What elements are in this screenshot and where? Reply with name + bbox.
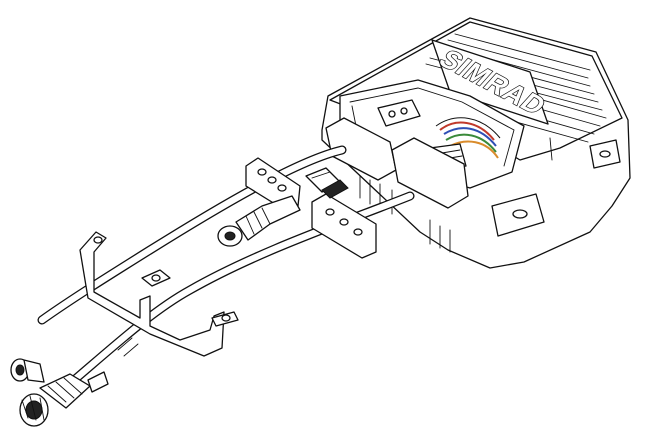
terminal-block: [377, 99, 421, 127]
ethernet-connector: [305, 167, 349, 199]
gland-housing-right: [391, 137, 469, 209]
connector-cover-plate-lower: [311, 193, 377, 259]
cables: [37, 145, 415, 397]
power-cable-connector: [19, 371, 109, 427]
cable-clamp-brackets: [79, 231, 239, 357]
drop-cable-connector: [10, 358, 45, 383]
brand-plate: [431, 39, 549, 125]
autopilot-computer-unit: SIMRAD: [321, 17, 631, 269]
network-connector: [217, 195, 301, 247]
